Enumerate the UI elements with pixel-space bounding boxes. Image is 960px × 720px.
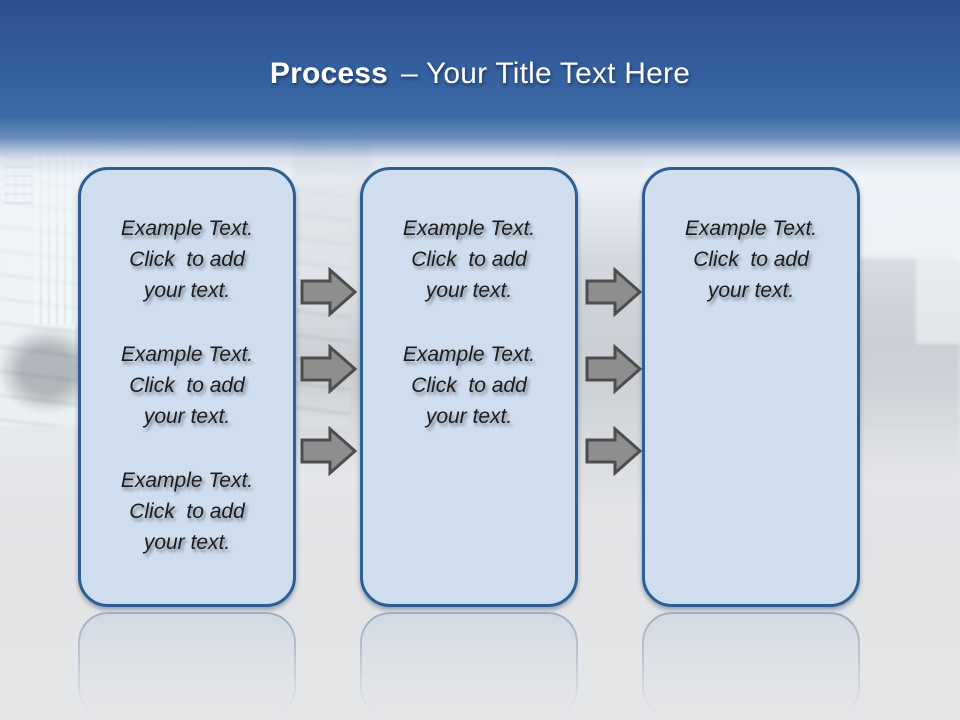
placeholder-text[interactable]: Example Text. Click to add your text. xyxy=(684,217,818,302)
title-keyword: Process xyxy=(269,57,389,90)
placeholder-text[interactable]: Example Text. Click to add your text. xyxy=(402,343,536,428)
trailer-right-backdrop xyxy=(916,256,960,344)
title-band xyxy=(0,0,960,176)
right-arrow-icon xyxy=(585,426,642,476)
right-arrow-icon xyxy=(300,267,357,317)
flatbed-truck-backdrop xyxy=(850,258,960,480)
truck-wheel-backdrop xyxy=(0,328,86,412)
right-arrow-icon xyxy=(300,344,357,394)
placeholder-text[interactable]: Example Text. Click to add your text. xyxy=(120,217,254,302)
process-box-step-3[interactable]: Example Text. Click to add your text. xyxy=(642,167,860,607)
placeholder-text[interactable]: Example Text. Click to add your text. xyxy=(120,469,254,554)
box-reflection xyxy=(78,612,296,718)
placeholder-text[interactable]: Example Text. Click to add your text. xyxy=(402,217,536,302)
right-arrow-icon xyxy=(585,344,642,394)
box-reflection xyxy=(642,612,860,718)
process-box-step-2[interactable]: Example Text. Click to add your text. Ex… xyxy=(360,167,578,607)
placeholder-text[interactable]: Example Text. Click to add your text. xyxy=(120,343,254,428)
right-arrow-icon xyxy=(300,426,357,476)
box-reflection xyxy=(360,612,578,718)
right-arrow-icon xyxy=(585,267,642,317)
slide-title[interactable]: Process – Your Title Text Here xyxy=(0,54,960,94)
process-box-step-1[interactable]: Example Text. Click to add your text. Ex… xyxy=(78,167,296,607)
title-text: – Your Title Text Here xyxy=(401,57,691,90)
